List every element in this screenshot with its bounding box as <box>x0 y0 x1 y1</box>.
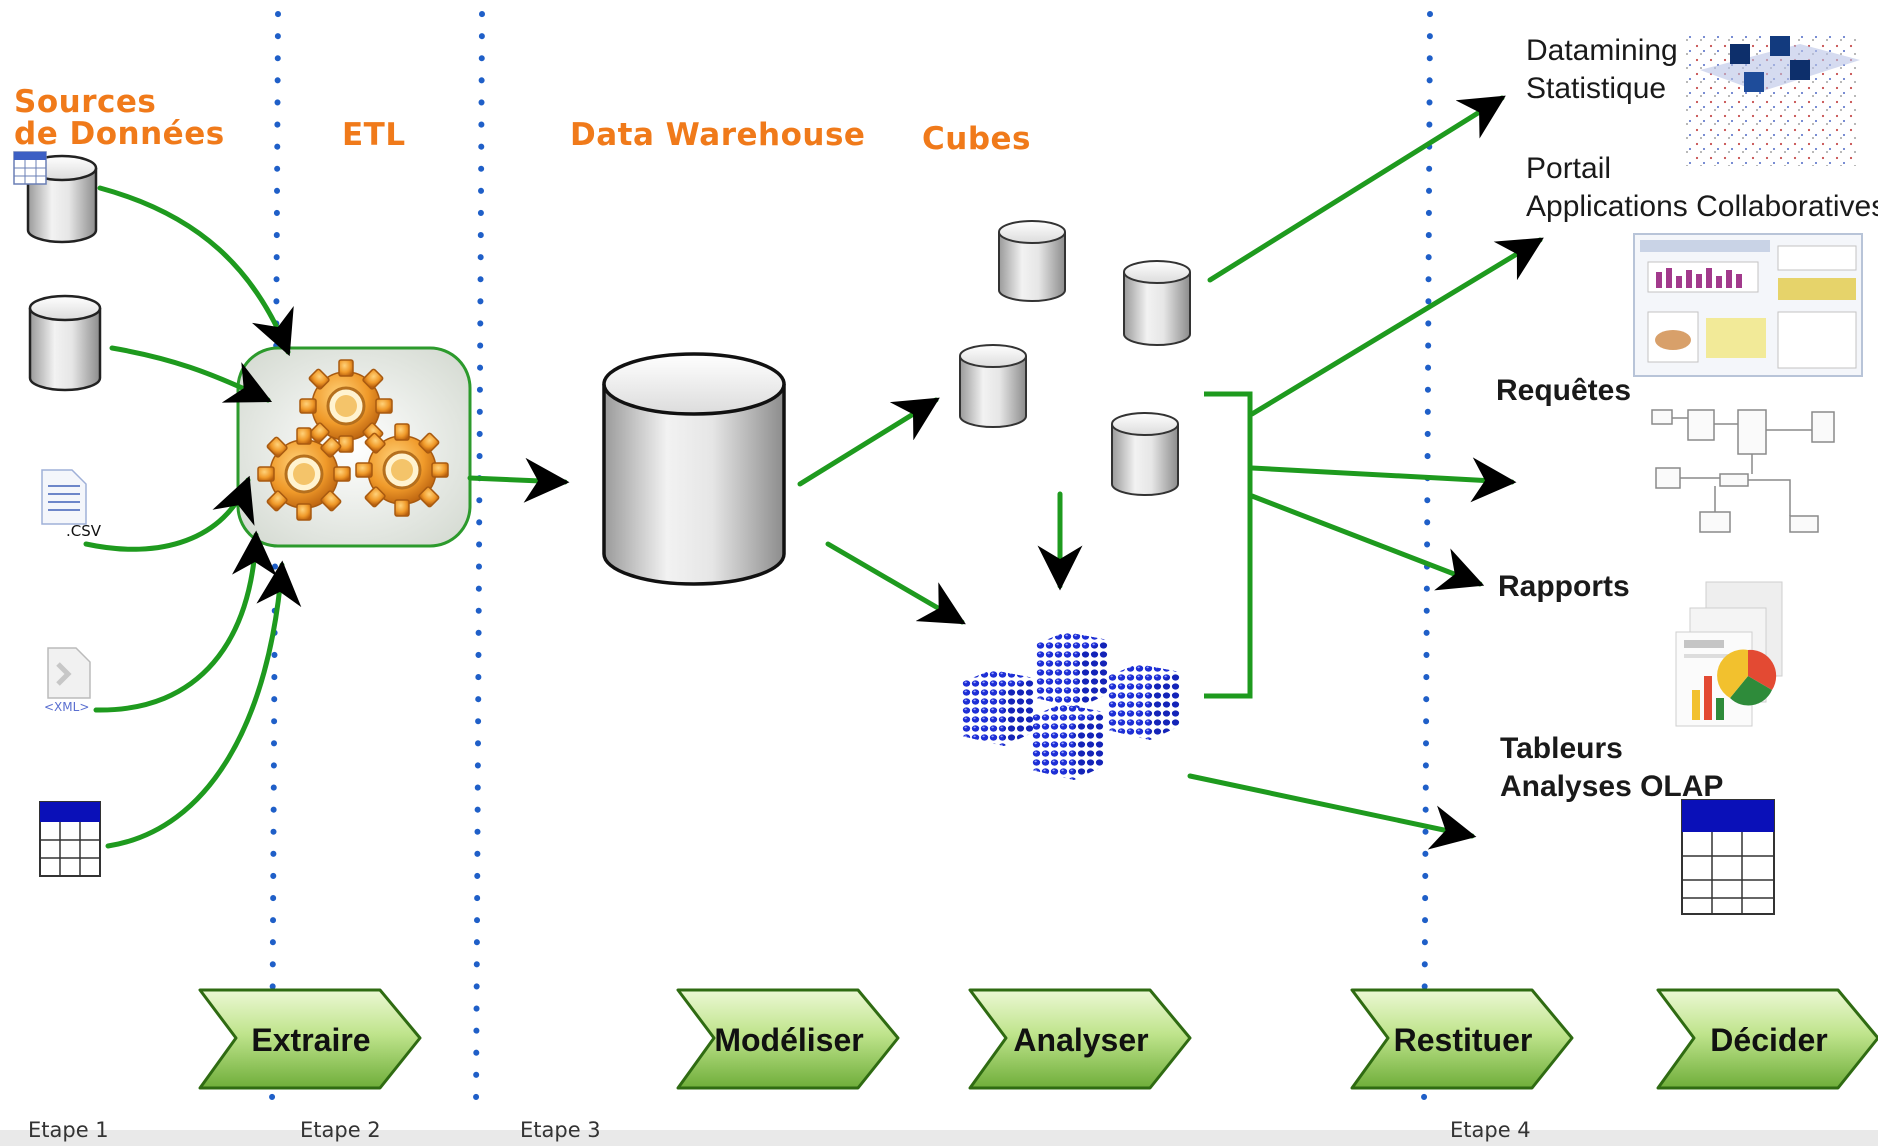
header-data-warehouse: Data Warehouse <box>570 117 866 153</box>
chevron-modeliser-icon <box>676 988 900 1090</box>
olap-table-icon <box>1681 799 1775 915</box>
header-sources-line1: Sources <box>14 84 157 120</box>
stage-label-1: Etape 1 <box>28 1118 109 1142</box>
source-table-icon <box>39 801 101 877</box>
output-datamining-line1: Datamining <box>1526 34 1678 67</box>
output-tableurs-line2: Analyses OLAP <box>1500 770 1724 803</box>
header-etl: ETL <box>342 117 406 153</box>
requetes-diagram-icon <box>1651 409 1835 533</box>
step-restituer-label: Restituer <box>1393 1022 1533 1058</box>
source-database-1-icon <box>13 151 98 244</box>
flow-arrows <box>83 95 1544 850</box>
source-database-2-icon <box>28 294 102 392</box>
cube-database-icons <box>959 220 1191 496</box>
output-rapports: Rapports <box>1498 570 1630 603</box>
cube-database-1-icon <box>998 220 1066 302</box>
data-warehouse-database-icon <box>602 352 786 586</box>
output-portail-line2: Applications Collaboratives <box>1526 190 1878 223</box>
header-sources: Sources de Données <box>14 86 225 150</box>
portal-screenshot-icon <box>1633 233 1863 377</box>
output-portail: Portail Applications Collaboratives <box>1526 150 1878 226</box>
chevron-analyser-icon <box>968 988 1192 1090</box>
step-modeliser-label: Modéliser <box>714 1022 864 1058</box>
csv-label: .CSV <box>66 522 102 540</box>
output-requetes: Requêtes <box>1496 374 1632 407</box>
output-portail-line1: Portail <box>1526 152 1612 185</box>
output-tableurs: Tableurs Analyses OLAP <box>1500 730 1723 806</box>
cube-database-3-icon <box>959 344 1027 428</box>
rapports-document-icon <box>1675 581 1783 727</box>
chevron-extraire-icon <box>198 988 422 1090</box>
gears-icon <box>257 359 449 521</box>
stage-label-3: Etape 3 <box>520 1118 601 1142</box>
cube-database-2-icon <box>1123 260 1191 346</box>
cube-database-4-icon <box>1111 412 1179 496</box>
chevron-restituer-icon <box>1350 988 1574 1090</box>
stage-label-4: Etape 4 <box>1450 1118 1531 1142</box>
csv-file-icon <box>41 469 87 525</box>
stage-separators <box>269 11 1433 1111</box>
step-decider-label: Décider <box>1710 1022 1828 1058</box>
footer-bar <box>0 1130 1878 1146</box>
output-datamining-line2: Statistique <box>1526 72 1667 105</box>
output-tableurs-line1: Tableurs <box>1500 732 1623 765</box>
stage-label-2: Etape 2 <box>300 1118 381 1142</box>
xml-file-icon <box>47 647 91 699</box>
header-cubes: Cubes <box>922 121 1031 157</box>
xml-label: <XML> <box>44 700 90 714</box>
step-extraire-label: Extraire <box>251 1022 371 1058</box>
output-datamining: Datamining Statistique <box>1526 32 1678 108</box>
header-sources-line2: de Données <box>14 116 225 152</box>
datamining-chart-icon <box>1686 36 1860 166</box>
step-analyser-label: Analyser <box>1013 1022 1149 1058</box>
process-chevrons <box>198 988 1878 1090</box>
output-bracket <box>1204 391 1253 699</box>
chevron-decider-icon <box>1656 988 1878 1090</box>
olap-cube-icon <box>962 632 1180 780</box>
